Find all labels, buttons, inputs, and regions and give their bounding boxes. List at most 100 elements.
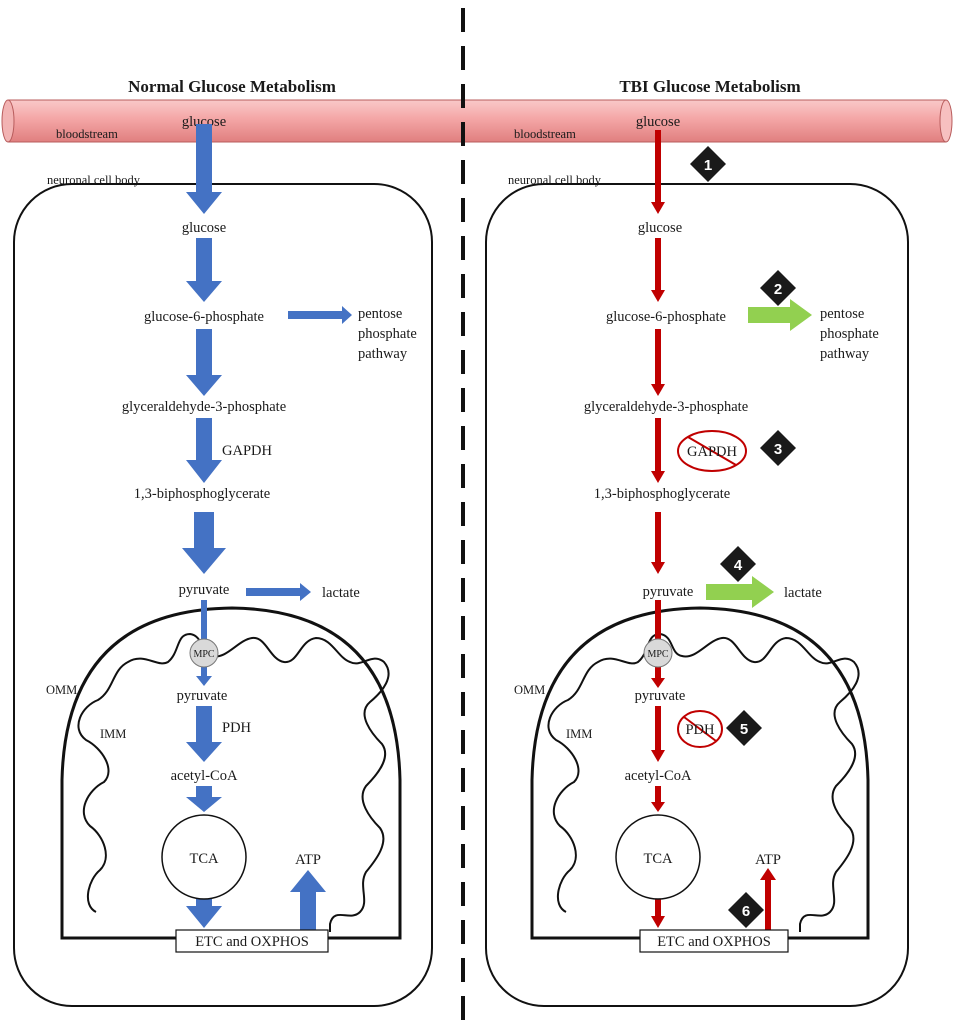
omm-label: OMM [514,683,545,697]
outer-mitochondrial-membrane [530,606,870,940]
acetylcoa-label: acetyl-CoA [171,768,238,784]
g6p-label: glucose-6-phosphate [144,309,264,325]
neuron-cell-body [485,183,909,1007]
etc-box [175,929,329,953]
gapdh-inhibited-slash [687,436,737,466]
arrow-glucose-to-g6p [186,238,222,302]
step-badge-2: 2 [760,270,796,306]
pyruvate-mito-label: pyruvate [177,688,228,704]
mpc-label: MPC [193,649,214,660]
neuron-cell-body [13,183,433,1007]
pyruvate-label: pyruvate [179,582,230,598]
g6p-label: glucose-6-phosphate [606,309,726,325]
acetylcoa-label: acetyl-CoA [625,768,692,784]
mpc-transporter [189,638,219,668]
panel-title-tbi: TBI Glucose Metabolism [619,77,800,96]
glucose-cell-label: glucose [182,220,226,236]
svg-text:3: 3 [774,441,782,458]
imm-label: IMM [566,727,592,741]
arrow-pyruvate-to-mpc [201,600,207,640]
bpg-label: 1,3-biphosphoglycerate [134,486,271,502]
ppp-label: pathway [820,346,870,362]
panel-normal: bloodstream glucose neuronal cell body g… [13,114,433,1007]
gapdh-inhibited-circle [677,430,747,472]
atp-label: ATP [755,852,781,868]
flow-arrows-tbi [651,130,776,930]
arrow-acetylcoa-to-tca [651,786,665,812]
arrow-glucose-uptake [186,124,222,214]
pdh-label: PDH [222,720,252,736]
arrow-g6p-to-ppp [748,299,812,331]
increased-flux-arrows [706,299,812,608]
bloodstream-label: bloodstream [56,127,118,141]
arrow-etc-to-atp [290,870,326,930]
lactate-label: lactate [784,585,822,601]
gapdh-label: GAPDH [687,444,737,460]
ppp-label: pentose [358,306,402,322]
panel-tbi: bloodstream glucose neuronal cell body g… [485,114,909,1007]
arrow-glucose-uptake [651,130,665,214]
lactate-label: lactate [322,585,360,601]
bloodstream-vessel [1,99,953,143]
arrow-bpg-to-pyruvate [182,512,226,574]
bloodstream-label: bloodstream [514,127,576,141]
ppp-label: phosphate [820,326,879,342]
pdh-inhibited-circle [677,710,723,748]
g3p-label: glyceraldehyde-3-phosphate [584,399,748,415]
svg-text:5: 5 [740,721,748,738]
pyruvate-mito-label: pyruvate [635,688,686,704]
atp-label: ATP [295,852,321,868]
tca-label: TCA [190,851,220,867]
svg-text:6: 6 [742,903,750,920]
arrow-mpc-to-pyruvate [196,666,212,686]
arrow-tca-to-etc [651,892,665,928]
svg-text:1: 1 [704,157,712,174]
ppp-label: phosphate [358,326,417,342]
arrow-g6p-to-g3p [186,329,222,396]
arrow-pyruvate-to-lactate [706,576,774,608]
g3p-label: glyceraldehyde-3-phosphate [122,399,286,415]
svg-text:2: 2 [774,281,782,298]
step-badge-6: 6 [728,892,764,928]
glucose-blood-label: glucose [182,114,226,130]
arrow-g3p-to-bpg [651,418,665,483]
inner-mitochondrial-membrane [77,632,390,932]
gapdh-label: GAPDH [222,443,272,459]
glucose-cell-label: glucose [638,220,682,236]
inner-mitochondrial-membrane [547,632,860,932]
arrow-pyruvate-to-acetylcoa [186,706,222,762]
arrow-pyruvate-to-acetylcoa [651,706,665,762]
arrow-pyruvate-to-lactate [246,583,311,601]
arrow-g3p-to-bpg [186,418,222,483]
tca-cycle [615,814,701,900]
step-badge-5: 5 [726,710,762,746]
glucose-blood-label: glucose [636,114,680,130]
tca-cycle [161,814,247,900]
arrow-pyruvate-to-mpc [655,600,661,640]
step-badge-1: 1 [690,146,726,182]
arrow-bpg-to-pyruvate [651,512,665,574]
svg-text:4: 4 [734,557,743,574]
arrow-etc-to-atp [760,868,776,930]
arrow-tca-to-etc [186,892,222,928]
pdh-label: PDH [685,722,715,738]
etc-box [639,929,789,953]
arrow-mpc-to-pyruvate [651,666,665,688]
arrow-glucose-to-g6p [651,238,665,302]
tca-label: TCA [644,851,674,867]
outer-mitochondrial-membrane [60,606,402,940]
arrow-g6p-to-ppp [288,306,352,324]
mpc-transporter [643,638,673,668]
etc-label: ETC and OXPHOS [195,934,309,950]
panel-title-normal: Normal Glucose Metabolism [128,77,336,96]
mpc-label: MPC [647,649,668,660]
step-badge-4: 4 [720,546,756,582]
pdh-inhibited-slash [683,716,717,742]
flow-arrows-normal [182,124,352,930]
arrow-g6p-to-g3p [651,329,665,396]
step-badge-3: 3 [760,430,796,466]
imm-label: IMM [100,727,126,741]
pyruvate-label: pyruvate [643,584,694,600]
etc-label: ETC and OXPHOS [657,934,771,950]
